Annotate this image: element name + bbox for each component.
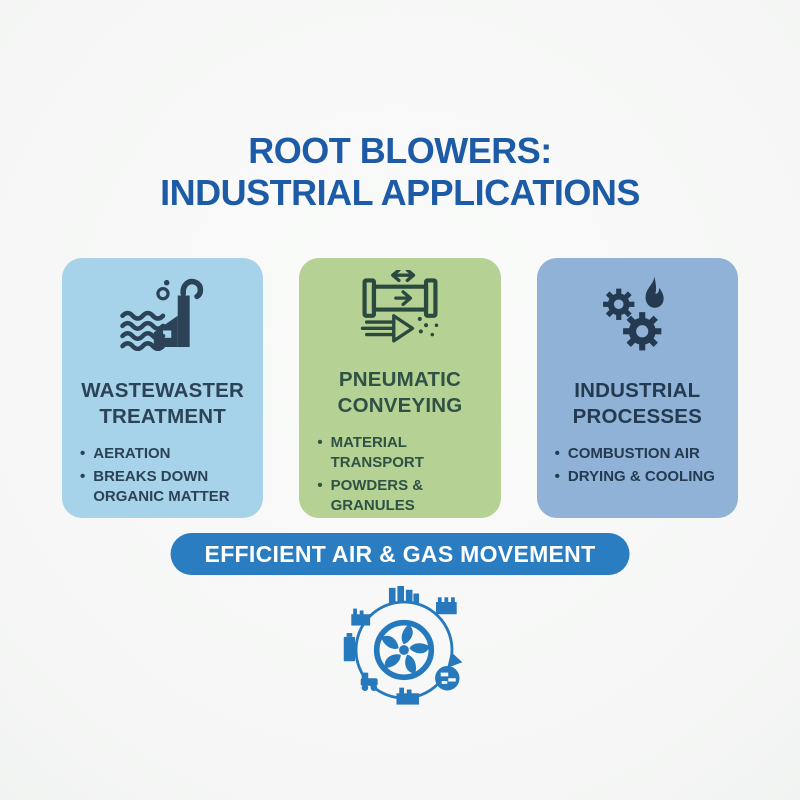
bullet-item: •POWDERS & GRANULES xyxy=(317,477,424,514)
page-title-line2: INDUSTRIAL APPLICATIONS xyxy=(160,172,640,213)
bullet-dot: • xyxy=(317,477,323,494)
bullet-dot: • xyxy=(317,434,323,451)
banner-efficient-air-gas: EFFICIENT AIR & GAS MOVEMENT xyxy=(170,533,630,575)
bullet-dot: • xyxy=(80,445,86,462)
wastewater-plant-icon xyxy=(117,270,209,356)
fan-icon xyxy=(373,619,435,681)
gears-flame-icon xyxy=(595,270,679,356)
cards-row: WASTEWASTER TREATMENT •AERATION •BREAKS … xyxy=(62,258,738,518)
factory-icon xyxy=(351,608,371,626)
bullet-dot: • xyxy=(554,468,560,485)
factory-towers-icon xyxy=(388,584,420,603)
cycle-arrow-icon xyxy=(447,651,463,668)
pneumatic-pipe-icon xyxy=(350,270,450,345)
bullet-item: •DRYING & COOLING xyxy=(554,468,715,485)
page-title: ROOT BLOWERS: INDUSTRIAL APPLICATIONS xyxy=(0,130,800,214)
bullet-item: •BREAKS DOWN ORGANIC MATTER xyxy=(80,468,230,505)
card-bullets-pneumatic: •MATERIAL TRANSPORT •POWDERS & GRANULES xyxy=(313,433,486,519)
blower-fan-ecosystem-icon xyxy=(340,584,468,714)
bullet-dot: • xyxy=(80,468,86,485)
card-title-industrial: INDUSTRIAL PROCESSES xyxy=(572,379,703,428)
machine-badge-icon xyxy=(435,666,460,691)
bullet-item: •COMBUSTION AIR xyxy=(554,445,700,462)
card-bullets-wastewater: •AERATION •BREAKS DOWN ORGANIC MATTER xyxy=(76,444,249,510)
bullet-item: •MATERIAL TRANSPORT xyxy=(317,434,424,471)
card-title-wastewater: WASTEWASTER TREATMENT xyxy=(81,379,245,428)
factory-icon xyxy=(436,597,457,615)
card-bullets-industrial: •COMBUSTION AIR •DRYING & COOLING xyxy=(551,444,724,490)
card-pneumatic-conveying: PNEUMATIC CONVEYING •MATERIAL TRANSPORT … xyxy=(299,258,501,519)
vehicle-icon xyxy=(360,672,378,691)
card-industrial-processes: INDUSTRIAL PROCESSES •COMBUSTION AIR •DR… xyxy=(536,258,738,518)
card-wastewater-treatment: WASTEWASTER TREATMENT •AERATION •BREAKS … xyxy=(62,258,264,518)
banner-label: EFFICIENT AIR & GAS MOVEMENT xyxy=(204,540,596,567)
factory-icon xyxy=(396,687,420,705)
machine-icon xyxy=(343,633,356,662)
card-title-pneumatic: PNEUMATIC CONVEYING xyxy=(337,368,463,417)
bullet-item: •AERATION xyxy=(80,445,171,462)
bullet-dot: • xyxy=(554,445,560,462)
page-title-line1: ROOT BLOWERS: xyxy=(248,130,552,171)
